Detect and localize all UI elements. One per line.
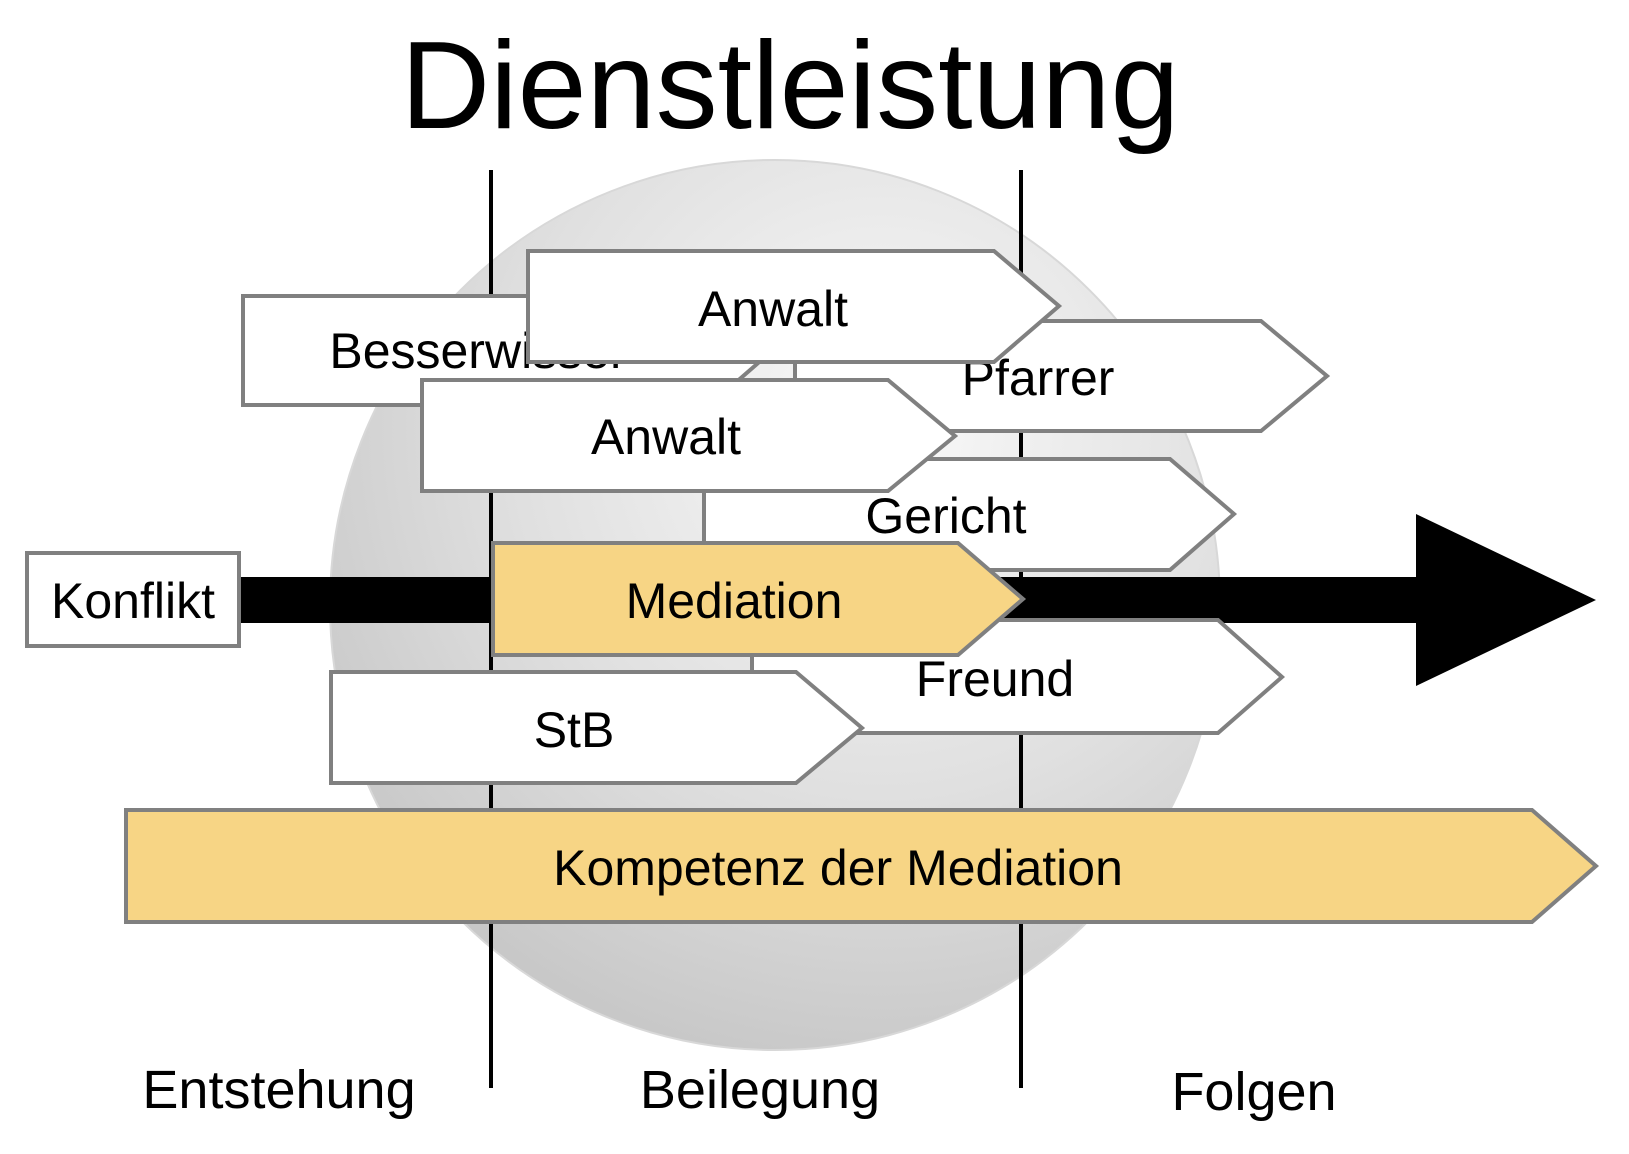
provider-stb-label: StB (534, 702, 615, 758)
provider-anwalt-top-label: Anwalt (698, 281, 848, 337)
phase-label-beilegung: Beilegung (640, 1060, 880, 1120)
conflict-box (25, 551, 241, 648)
competence-arrow: Kompetenz der Mediation (124, 808, 1600, 924)
competence-label: Kompetenz der Mediation (553, 840, 1123, 896)
provider-anwalt-mid-label: Anwalt (591, 409, 741, 465)
provider-gericht-label: Gericht (865, 488, 1026, 544)
provider-anwalt-mid-arrow: Anwalt (420, 378, 959, 493)
provider-anwalt-top-arrow: Anwalt (526, 249, 1063, 364)
timeline-arrowhead (1416, 514, 1596, 686)
phase-label-folgen: Folgen (1171, 1062, 1336, 1122)
provider-mediation-label: Mediation (626, 573, 843, 629)
phase-label-entstehung: Entstehung (142, 1060, 415, 1120)
provider-mediation-arrow: Mediation (491, 541, 1027, 657)
provider-freund-label: Freund (916, 651, 1074, 707)
conflict-label: Konflikt (51, 573, 215, 629)
provider-stb-arrow: StB (329, 670, 866, 785)
diagram-title: Dienstleistung (401, 17, 1180, 155)
provider-pfarrer-arrow: Pfarrer (793, 319, 1331, 433)
